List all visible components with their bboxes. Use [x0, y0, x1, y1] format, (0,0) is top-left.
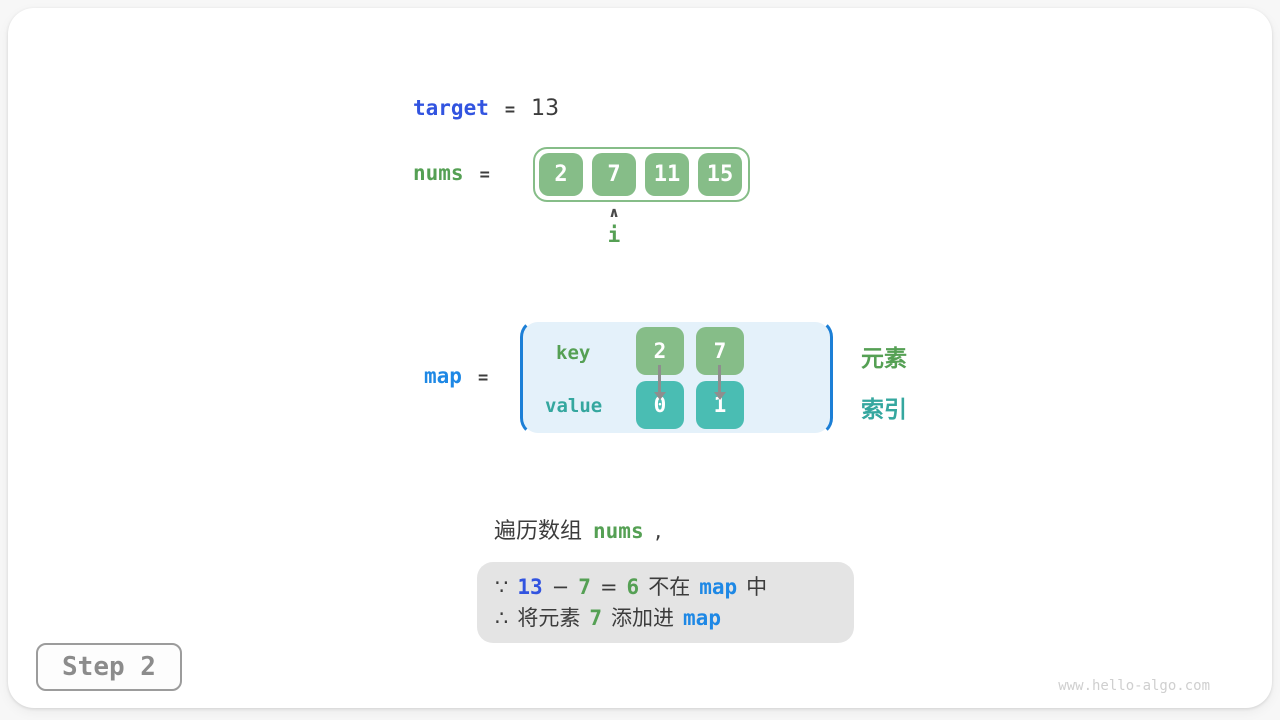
note-segment: = [599, 575, 618, 599]
note-segment: 6 [626, 575, 640, 599]
map-equals-sign: = [477, 368, 489, 388]
note-segment: map [699, 575, 738, 599]
map-value-row-label: value [545, 395, 603, 417]
nums-label: nums [413, 161, 464, 185]
note-segment: map [683, 606, 721, 630]
index-side-label: 索引 [861, 397, 907, 423]
array-cell: 11 [645, 153, 689, 196]
caret-up-icon: ∧ [608, 205, 620, 221]
note-segment: 13 [517, 575, 543, 599]
arrow-down-icon [713, 365, 726, 400]
arrow-down-icon [653, 365, 666, 400]
map-key-row-label: key [556, 342, 591, 364]
note-segment: ∴ [495, 606, 509, 630]
note-segment: 将元素 [517, 606, 581, 630]
note-line: ∵ 13−7 = 6 不在 map 中 [495, 573, 836, 601]
map-expression: map = [424, 364, 488, 388]
caption-comma: , [654, 519, 662, 544]
note-box: ∵ 13−7 = 6 不在 map 中 ∴ 将元素 7 添加进 map [477, 562, 854, 643]
target-label: target [413, 96, 489, 120]
note-segment: − [551, 575, 570, 599]
caption-code: nums [593, 519, 644, 543]
watermark-url: www.hello-algo.com [1058, 678, 1210, 694]
target-value: 13 [531, 96, 560, 121]
note-segment: 添加进 [611, 606, 675, 630]
step-badge-label: Step 2 [62, 652, 156, 682]
array-cell: 7 [592, 153, 636, 196]
nums-equals-sign: = [479, 165, 490, 185]
array-cell: 15 [698, 153, 742, 196]
caption-prefix: 遍历数组 [494, 519, 583, 544]
note-line: ∴ 将元素 7 添加进 map [495, 604, 836, 632]
note-segment: 7 [578, 575, 591, 599]
array-cell: 2 [539, 153, 583, 196]
map-key-cell: 7 [696, 327, 744, 375]
nums-expression: nums = [413, 161, 490, 185]
note-segment: 7 [589, 606, 603, 630]
step-badge: Step 2 [36, 643, 182, 691]
caption-line: 遍历数组 nums , [494, 513, 662, 545]
note-segment: 不在 [648, 575, 691, 599]
element-side-label: 元素 [861, 346, 907, 372]
target-expression: target = 13 [413, 96, 559, 121]
target-equals-sign: = [504, 100, 516, 120]
index-pointer-label: i [607, 223, 621, 247]
note-segment: ∵ [495, 575, 509, 599]
note-segment: 中 [746, 575, 768, 599]
index-pointer: ∧ i [592, 203, 636, 247]
map-label: map [424, 364, 462, 388]
